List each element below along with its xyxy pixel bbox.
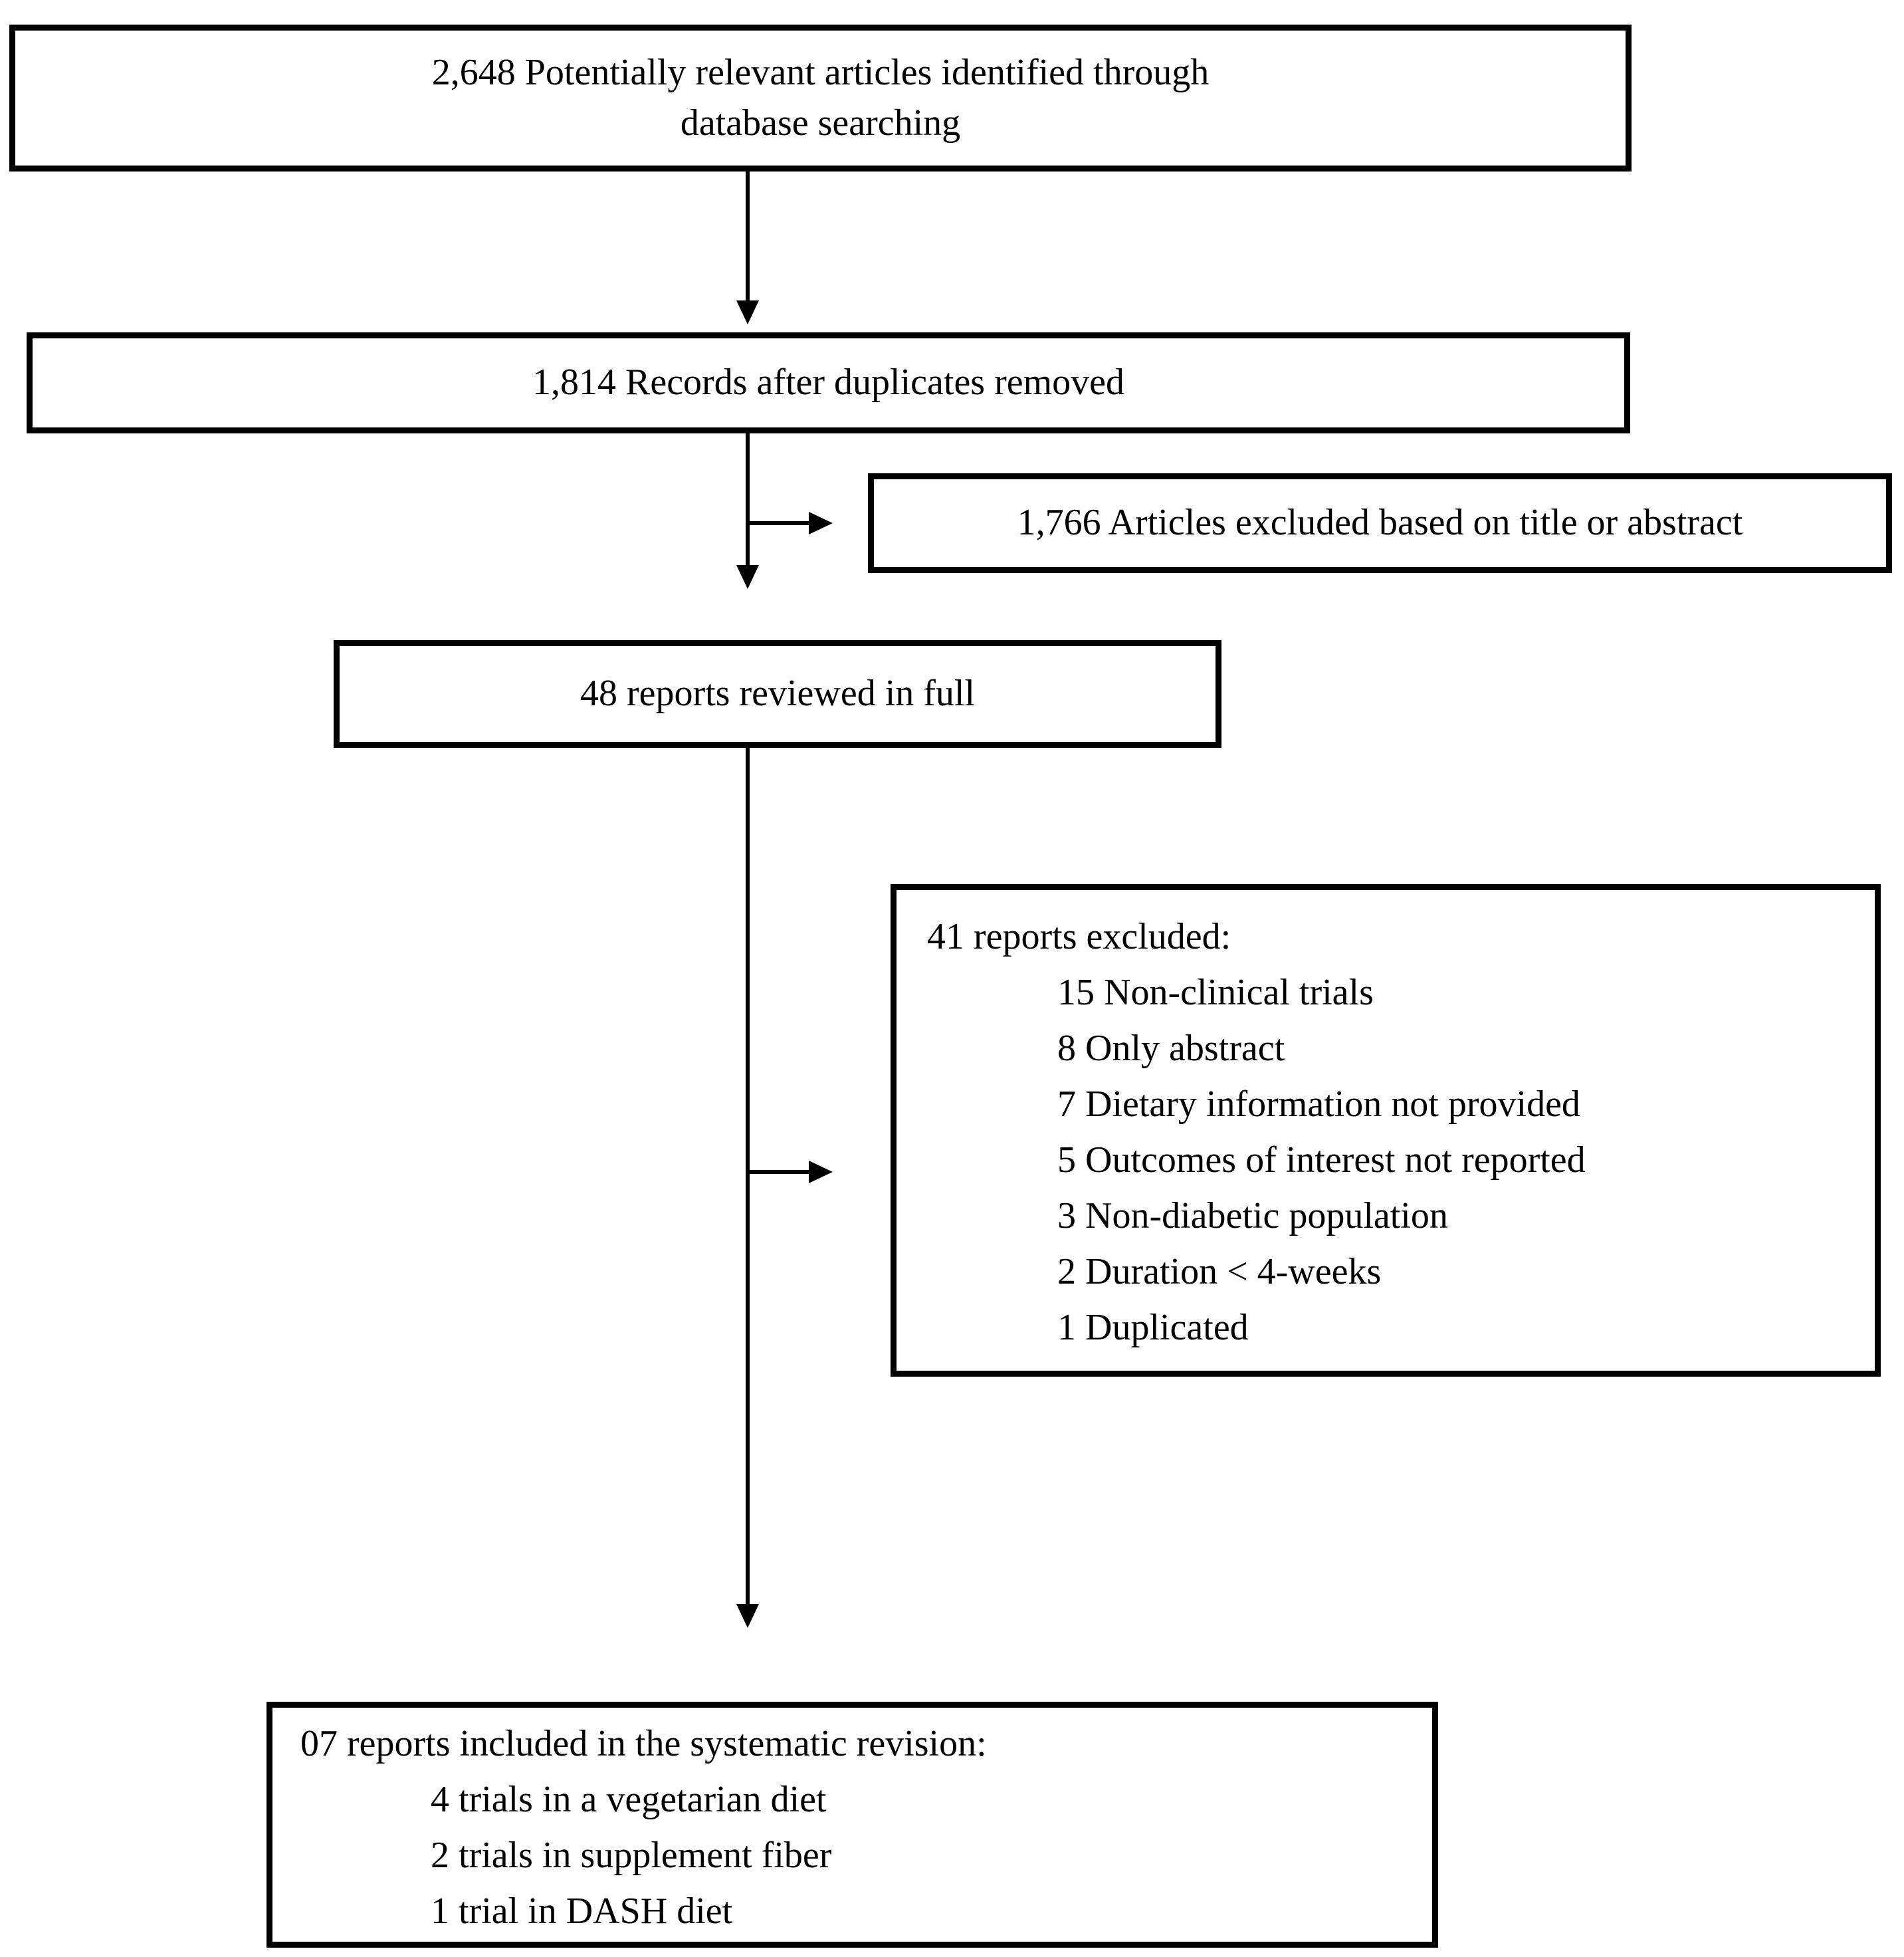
connector-branch-excluded-screening bbox=[748, 521, 810, 525]
connector-identified-to-deduplicated bbox=[746, 170, 750, 303]
included-category: 2 trials in supplement fiber bbox=[431, 1835, 832, 1876]
excluded-reason: 5 Outcomes of interest not reported bbox=[1057, 1139, 1586, 1181]
excluded-reason: 7 Dietary information not provided bbox=[1057, 1084, 1580, 1125]
connector-branch-excluded-fulltext bbox=[748, 1170, 810, 1174]
excluded-full-text-heading: 41 reports excluded: bbox=[927, 916, 1231, 957]
arrowhead-down bbox=[736, 300, 759, 324]
box-identified-records: 2,648 Potentially relevant articles iden… bbox=[9, 25, 1632, 172]
included-category: 1 trial in DASH diet bbox=[431, 1891, 733, 1932]
box-excluded-title-abstract-text: 1,766 Articles excluded based on title o… bbox=[1017, 502, 1743, 544]
included-reports-heading: 07 reports included in the systematic re… bbox=[300, 1723, 987, 1764]
arrowhead-right bbox=[809, 1161, 833, 1183]
arrowhead-down bbox=[736, 1604, 759, 1628]
excluded-reason: 15 Non-clinical trials bbox=[1057, 972, 1374, 1013]
arrowhead-down bbox=[736, 565, 759, 589]
included-category: 4 trials in a vegetarian diet bbox=[431, 1779, 827, 1820]
excluded-reason: 3 Non-diabetic population bbox=[1057, 1195, 1448, 1236]
arrowhead-right bbox=[809, 512, 833, 534]
box-identified-records-text: 2,648 Potentially relevant articles iden… bbox=[431, 51, 1210, 144]
excluded-reason: 8 Only abstract bbox=[1057, 1028, 1285, 1069]
box-deduplicated-records: 1,814 Records after duplicates removed bbox=[27, 332, 1630, 433]
connector-deduplicated-to-fullreview bbox=[746, 432, 750, 566]
box-excluded-title-abstract: 1,766 Articles excluded based on title o… bbox=[868, 473, 1892, 573]
box-deduplicated-records-text: 1,814 Records after duplicates removed bbox=[532, 362, 1125, 403]
box-excluded-full-text: 41 reports excluded: 15 Non-clinical tri… bbox=[891, 884, 1881, 1377]
box-included-reports: 07 reports included in the systematic re… bbox=[266, 1702, 1438, 1948]
connector-fullreview-to-included bbox=[746, 747, 750, 1605]
box-full-review: 48 reports reviewed in full bbox=[334, 640, 1221, 748]
excluded-reason: 2 Duration < 4-weeks bbox=[1057, 1251, 1382, 1292]
excluded-reason: 1 Duplicated bbox=[1057, 1307, 1249, 1348]
box-full-review-text: 48 reports reviewed in full bbox=[580, 673, 976, 715]
